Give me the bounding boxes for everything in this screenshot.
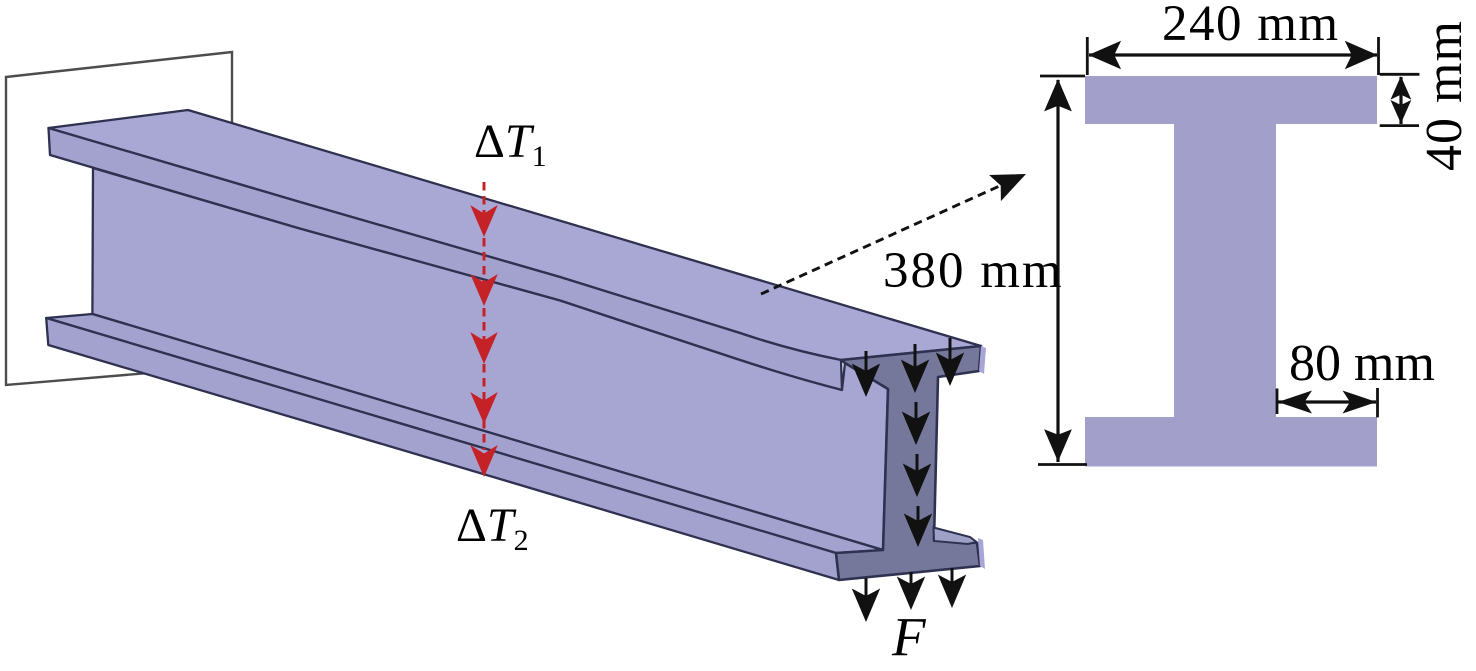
svg-text:ΔT2: ΔT2: [456, 499, 529, 557]
svg-text:F: F: [891, 606, 927, 667]
svg-text:380 mm: 380 mm: [883, 243, 1064, 299]
svg-text:40 mm: 40 mm: [1416, 20, 1473, 171]
svg-text:80 mm: 80 mm: [1289, 335, 1435, 392]
svg-text:ΔT1: ΔT1: [474, 115, 547, 173]
svg-text:240 mm: 240 mm: [1162, 0, 1340, 52]
